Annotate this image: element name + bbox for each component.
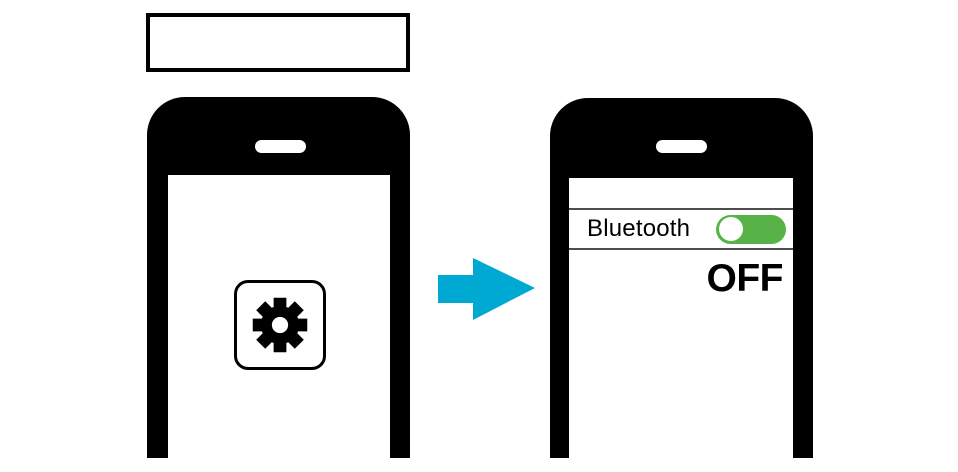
arrow-right-icon	[438, 258, 535, 320]
phone-left-screen	[168, 175, 390, 458]
toggle-knob	[719, 217, 743, 241]
settings-app-button[interactable]	[234, 280, 326, 370]
phone-right-screen: Bluetooth OFF	[569, 178, 793, 458]
phone-right: Bluetooth OFF	[550, 98, 813, 458]
speaker-slot	[255, 140, 306, 153]
bluetooth-toggle[interactable]	[716, 214, 786, 244]
status-bar-strip	[569, 178, 793, 210]
gear-icon	[252, 297, 308, 353]
bluetooth-row: Bluetooth	[569, 210, 793, 250]
bluetooth-label: Bluetooth	[587, 215, 691, 242]
bluetooth-status-text: OFF	[706, 257, 784, 300]
phone-left	[147, 97, 410, 458]
speaker-slot	[656, 140, 707, 153]
caption-box	[146, 13, 410, 72]
